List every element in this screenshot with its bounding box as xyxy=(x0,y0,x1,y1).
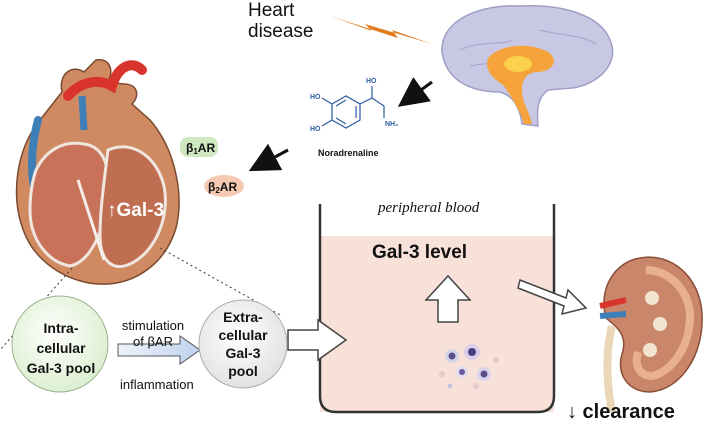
extra-pool-line: cellular xyxy=(218,327,268,343)
heart-icon xyxy=(15,59,180,285)
extra-pool-line: Gal-3 xyxy=(225,345,261,361)
beta2-suffix: AR xyxy=(219,180,238,194)
gal3-rise-arrow xyxy=(424,274,472,323)
blood-container-outline xyxy=(318,204,556,414)
beta2-receptor-label: β2AR xyxy=(208,180,237,195)
intra-pool-label: Intra- cellular Gal-3 pool xyxy=(20,318,102,378)
extra-pool-line: pool xyxy=(228,363,258,379)
noradrenaline-label: Noradrenaline xyxy=(318,148,379,158)
molecule-atom-ho-bottom: HO xyxy=(310,126,321,133)
beta2-receptor-pill xyxy=(204,175,244,197)
stimulation-label: stimulation of βAR xyxy=(114,318,192,350)
intra-pool-line: cellular xyxy=(36,340,86,356)
heart-gal3-label: ↑Gal-3 xyxy=(107,200,165,221)
molecule-atom-ho-chain: HO xyxy=(366,78,377,85)
extra-pool-line: Extra- xyxy=(223,309,263,325)
blood-container-fill xyxy=(320,236,554,412)
beta1-receptor-pill xyxy=(180,137,218,157)
brain-to-noradrenaline-arrow xyxy=(397,77,433,107)
beta2-subscript: 2 xyxy=(215,186,220,195)
beta1-subscript: 1 xyxy=(193,147,198,156)
intra-pool-circle xyxy=(11,295,109,393)
noradrenaline-structure xyxy=(321,86,385,129)
gal3-level-label: Gal-3 level xyxy=(372,242,468,263)
kidney-icon xyxy=(599,256,703,413)
intra-to-extra-arrow xyxy=(117,335,201,365)
inflammation-label: inflammation xyxy=(120,377,194,392)
intra-pool-line: Gal-3 pool xyxy=(26,360,96,376)
extra-pool-circle xyxy=(198,299,288,389)
blood-cells-cluster xyxy=(439,344,499,389)
beta1-receptor-label: β1AR xyxy=(186,141,215,156)
beta2-prefix: β xyxy=(208,180,216,194)
blood-to-kidney-arrow xyxy=(517,278,588,316)
extra-pool-label: Extra- cellular Gal-3 pool xyxy=(203,308,283,380)
heart-disease-label: Heart disease xyxy=(248,0,314,42)
brain-icon xyxy=(441,5,614,127)
extra-to-blood-arrow xyxy=(287,318,348,362)
peripheral-blood-label: peripheral blood xyxy=(378,200,480,216)
intra-pool-line: Intra- xyxy=(43,320,79,336)
stimulation-line: stimulation xyxy=(121,318,185,333)
lightning-icon xyxy=(330,16,432,44)
molecule-atom-ho-top: HO xyxy=(310,94,321,101)
noradrenaline-to-receptor-arrow xyxy=(248,143,289,172)
beta1-suffix: AR xyxy=(197,141,216,155)
stimulation-line: of βAR xyxy=(133,334,173,349)
clearance-label: ↓ clearance xyxy=(567,401,675,423)
callout-line-left xyxy=(0,267,73,351)
beta1-prefix: β xyxy=(186,141,194,155)
molecule-atom-nh2: NH₂ xyxy=(385,121,398,128)
